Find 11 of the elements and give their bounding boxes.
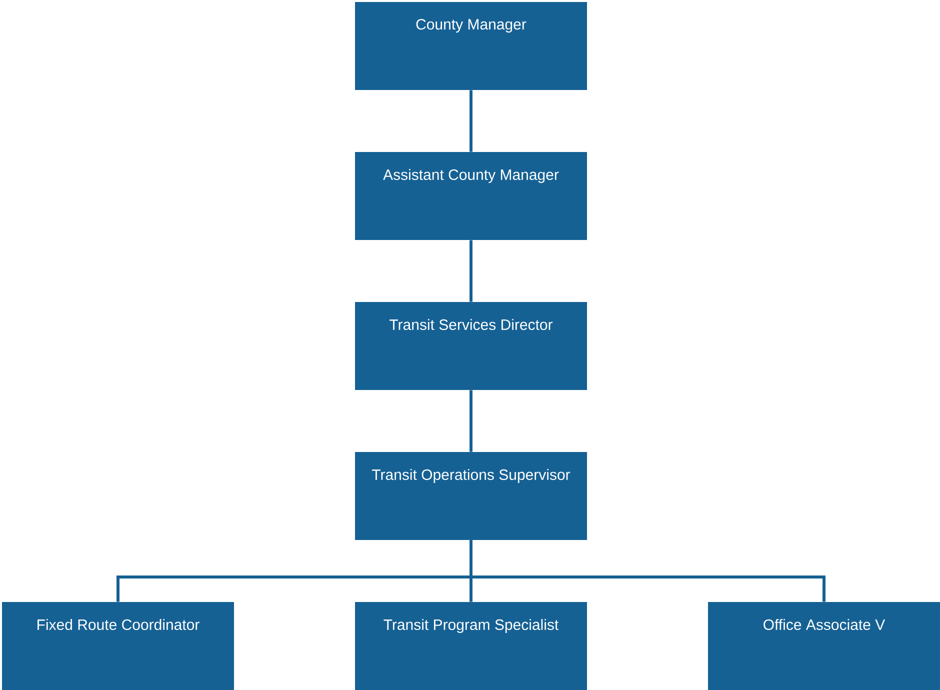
position-box: Assistant County Manager [355,152,587,240]
connector-line [470,240,472,302]
connector-line [470,390,472,452]
position-box: Transit Operations Supervisor [355,452,587,540]
connector-line [470,540,826,602]
position-box: Office Associate V [708,602,940,690]
connector-line [470,90,472,152]
position-box: Transit Services Director [355,302,587,390]
position-box: Fixed Route Coordinator [2,602,234,690]
position-box: Transit Program Specialist [355,602,587,690]
position-box: County Manager [355,2,587,90]
